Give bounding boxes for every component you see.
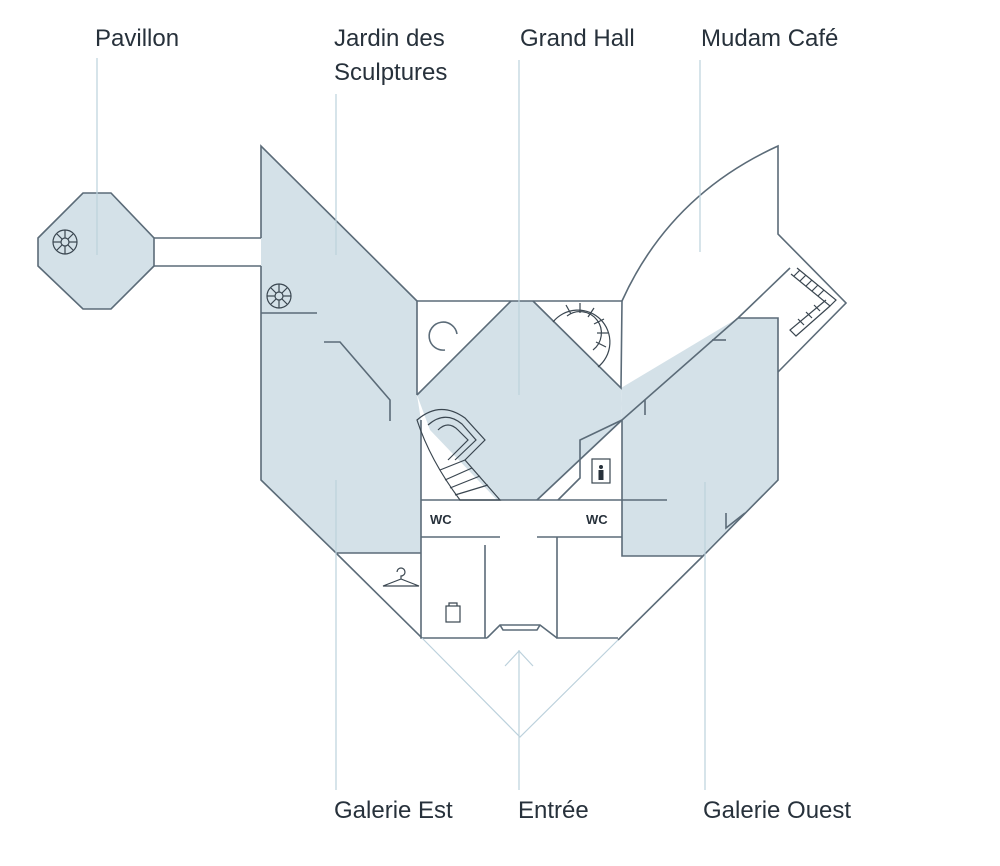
grand-hall-room[interactable] bbox=[417, 301, 622, 500]
entrance-arrow-icon bbox=[504, 650, 534, 667]
galerie-ouest-room[interactable] bbox=[622, 318, 778, 556]
jardin-sculptures-room[interactable] bbox=[261, 146, 421, 553]
spiral-stair-icon bbox=[266, 283, 292, 309]
label-pavillon[interactable]: Pavillon bbox=[95, 25, 180, 52]
locker-bag-icon bbox=[445, 602, 461, 623]
elevator-icon bbox=[591, 458, 611, 484]
grand-stair-icon bbox=[416, 408, 502, 501]
spiral-stair-icon bbox=[552, 303, 611, 368]
pavillon-room[interactable] bbox=[38, 193, 154, 309]
label-jardin-line2[interactable]: Sculptures bbox=[334, 59, 448, 86]
cloakroom-hanger-icon bbox=[382, 567, 420, 587]
label-grand-hall[interactable]: Grand Hall bbox=[520, 25, 635, 52]
label-jardin-line1[interactable]: Jardin des bbox=[334, 25, 445, 52]
label-mudam-cafe[interactable]: Mudam Café bbox=[701, 25, 839, 52]
label-entree[interactable]: Entrée bbox=[518, 797, 589, 824]
entrance-outline bbox=[421, 637, 619, 738]
label-galerie-est[interactable]: Galerie Est bbox=[334, 797, 453, 824]
spiral-stair-icon bbox=[52, 229, 78, 255]
leader-lines bbox=[96, 58, 706, 790]
cafe-stair-icon bbox=[789, 267, 837, 337]
label-galerie-ouest[interactable]: Galerie Ouest bbox=[703, 797, 852, 824]
wc-left-label: WC bbox=[430, 512, 452, 527]
wc-right-label: WC bbox=[586, 512, 608, 527]
